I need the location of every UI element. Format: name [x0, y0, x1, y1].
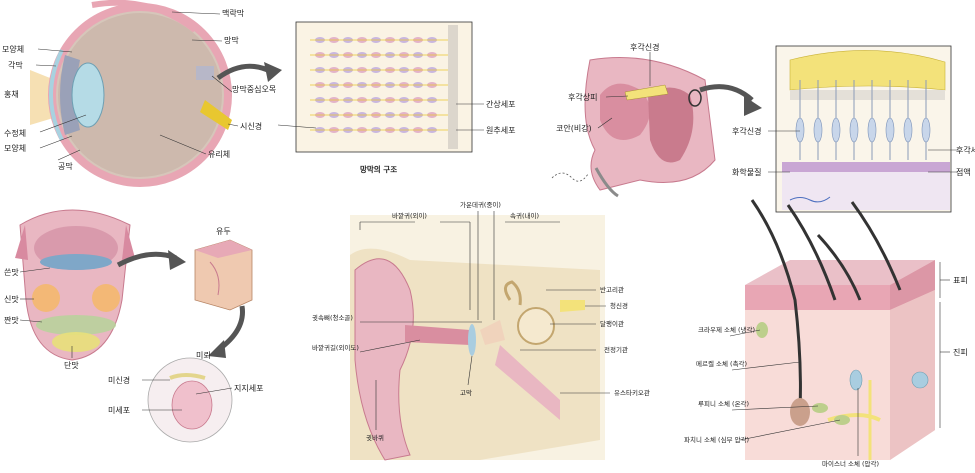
arrow-head-2 [744, 96, 762, 116]
label-epidermis: 표피 [953, 276, 968, 285]
label-retina: 망막 [224, 35, 239, 45]
olfactory-cell-body [868, 118, 876, 142]
label-olfactory-nerve-detail: 후각신경 [732, 126, 761, 136]
label-rod-cell: 간상세포 [486, 99, 515, 109]
arrow-head-1 [264, 62, 282, 82]
label-eustachian: 유스타키오관 [614, 388, 650, 397]
label-auricle: 귓바퀴 [366, 433, 384, 442]
tongue-illustration [15, 210, 135, 360]
olfactory-cell-body [814, 118, 822, 142]
label-mucus: 점액 [956, 167, 971, 177]
label-pacinian: 파치니 소체 (심부 압각) [684, 435, 749, 444]
label-salty: 짠맛 [4, 315, 19, 325]
label-eardrum: 고막 [460, 388, 472, 397]
label-meissner-pressure: 마이스너 소체 (압각) [822, 459, 879, 468]
label-sclera: 공막 [58, 161, 73, 171]
label-bitter: 쓴맛 [4, 267, 19, 277]
skin-illustration [745, 200, 935, 460]
label-cone-cell: 원추세포 [486, 126, 515, 135]
olfactory-detail-box [776, 46, 951, 212]
label-olfactory-epithelium: 후각상피 [568, 92, 597, 102]
olfactory-cell-body [904, 118, 912, 142]
label-olfactory-nerve-top: 후각신경 [630, 42, 659, 52]
label-vestibule: 전정기관 [604, 345, 628, 354]
label-cochlea: 달팽이관 [600, 319, 624, 328]
label-choroid: 맥락막 [222, 8, 245, 18]
fovea-block [196, 66, 214, 80]
arrow-head-3 [168, 250, 186, 270]
taste-bud-illustration [148, 358, 232, 442]
label-olfactory-cell: 후각세포 [956, 145, 975, 155]
label-dermis: 진피 [953, 347, 968, 357]
label-sour: 신맛 [4, 294, 19, 304]
label-chemical: 화학물질 [732, 167, 761, 177]
label-sweet: 단맛 [64, 360, 79, 370]
label-iris: 홍채 [4, 89, 19, 99]
retina-detail-box [296, 22, 472, 152]
olfactory-cell-body [796, 118, 804, 142]
label-ear-canal: 바깥귀길(외이도) [312, 343, 359, 352]
label-nasal-cavity: 코안(비강) [556, 123, 592, 133]
caption-retina-structure: 망막의 구조 [360, 164, 397, 174]
label-lens: 수정체 [4, 128, 26, 138]
eye-illustration [30, 3, 232, 183]
label-semicircular: 반고리관 [600, 285, 624, 294]
label-optic-nerve: 시신경 [240, 121, 262, 131]
label-support-cell: 지지세포 [234, 384, 263, 393]
label-inner-ear: 속귀(내이) [510, 211, 539, 220]
olfactory-cell-body [832, 118, 840, 142]
olfactory-cell-body [850, 118, 858, 142]
label-taste-nerve: 미신경 [108, 375, 130, 385]
papilla-illustration [195, 240, 252, 310]
label-auditory-nerve: 청신경 [610, 301, 628, 310]
label-ossicles: 귓속뼈(청소골) [312, 313, 353, 322]
label-fovea: 망막중심오목 [232, 84, 276, 94]
label-krause: 크라우제 소체 (냉각) [698, 325, 755, 334]
ear-illustration [350, 215, 605, 460]
label-papilla: 유두 [216, 227, 231, 236]
label-vitreous: 유리체 [208, 149, 230, 159]
label-merkel: 메르켈 소체 (촉각) [696, 359, 747, 368]
label-middle-ear: 가운데귀(중이) [460, 200, 501, 209]
label-taste-cell: 미세포 [108, 406, 130, 415]
label-taste-bud: 미뢰 [196, 351, 211, 360]
olfactory-cell-body [886, 118, 894, 142]
label-ruffini: 루피니 소체 (온각) [698, 399, 749, 408]
label-ciliary-body-top: 모양체 [2, 44, 24, 54]
label-cornea: 각막 [8, 60, 23, 70]
label-ciliary-body-bottom: 모양체 [4, 143, 26, 153]
lens-shape [72, 63, 104, 127]
label-outer-ear: 바깥귀(외이) [392, 211, 427, 220]
olfactory-cell-body [922, 118, 930, 142]
